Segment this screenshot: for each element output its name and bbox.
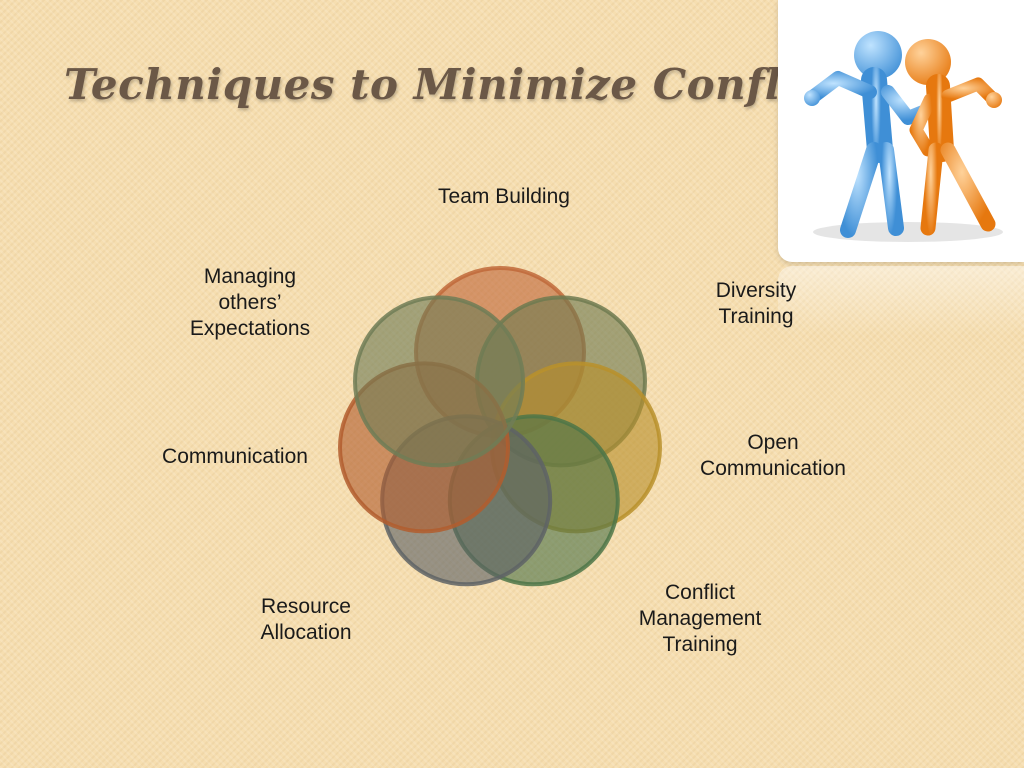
circle-managing-others-expectations [353,295,525,468]
label-conflict-management-training: Conflict Management Training [638,581,762,656]
label-open-communication: Open Communication [700,431,846,480]
label-team-building: Team Building [438,185,570,208]
orange-figure [905,39,1002,236]
clipart-picture [778,0,1024,262]
label-diversity-training: Diversity Training [715,279,797,328]
label-managing-others-expectations: Managing others’ Expectations [189,265,311,340]
clipart-reflection [778,266,1024,336]
label-resource-allocation: Resource Allocation [260,595,352,644]
label-communication: Communication [162,445,308,468]
blue-figure [804,31,935,238]
slide-title: Techniques to Minimize Conflict [64,60,844,109]
two-stick-figures-head-to-head-icon [804,31,1003,242]
